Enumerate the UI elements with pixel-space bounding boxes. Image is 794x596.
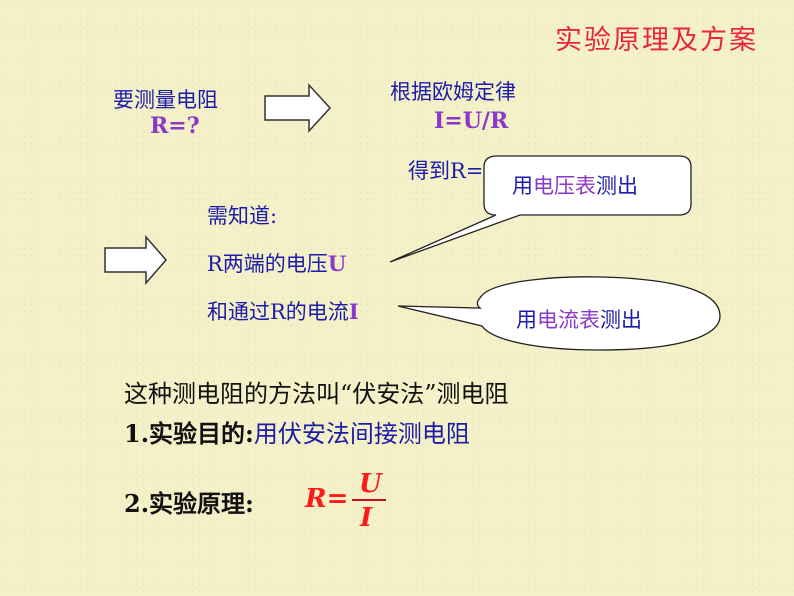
need-current: 和通过R的电流I <box>207 296 359 326</box>
need-title: 需知道: <box>207 204 278 228</box>
voltage-callout-pre: 用 <box>512 174 533 198</box>
method-line: 这种测电阻的方法叫“伏安法”测电阻 <box>124 380 509 408</box>
current-callout-pre: 用 <box>516 308 537 332</box>
need-voltage-text: R两端的电压 <box>207 252 328 276</box>
right-block-arrow-icon <box>104 234 167 286</box>
current-meter-name: 电流表 <box>537 308 600 332</box>
voltage-callout-text: 用电压表测出 <box>512 170 638 200</box>
current-callout-text: 用电流表测出 <box>516 304 642 334</box>
voltage-meter-name: 电压表 <box>533 174 596 198</box>
purpose-label: 1.实验目的: <box>124 419 254 448</box>
voltage-callout-post: 测出 <box>596 174 638 198</box>
voltage-callout-bubble <box>389 155 692 263</box>
fraction-bar <box>352 499 386 501</box>
current-symbol: I <box>348 299 359 324</box>
right-block-arrow-icon <box>264 83 332 133</box>
ohms-law-formula: I=U/R <box>434 108 509 134</box>
slide-title: 实验原理及方案 <box>555 25 758 56</box>
current-callout-bubble <box>397 276 721 351</box>
principle-label: 2.实验原理: <box>124 489 254 518</box>
need-current-text: 和通过R的电流 <box>207 300 349 324</box>
step1-text: 要测量电阻 <box>113 88 218 112</box>
formula-numerator: U <box>359 469 382 499</box>
current-callout-post: 测出 <box>600 308 642 332</box>
voltage-symbol: U <box>327 251 347 276</box>
purpose-text: 用伏安法间接测电阻 <box>253 420 470 448</box>
ohms-law-text: 根据欧姆定律 <box>390 80 516 104</box>
need-voltage: R两端的电压U <box>207 248 346 278</box>
formula-lhs: R= <box>305 484 349 514</box>
purpose-line: 1.实验目的:用伏安法间接测电阻 <box>124 414 470 449</box>
step1-formula: R=? <box>150 113 200 139</box>
formula-denominator: I <box>360 503 373 533</box>
